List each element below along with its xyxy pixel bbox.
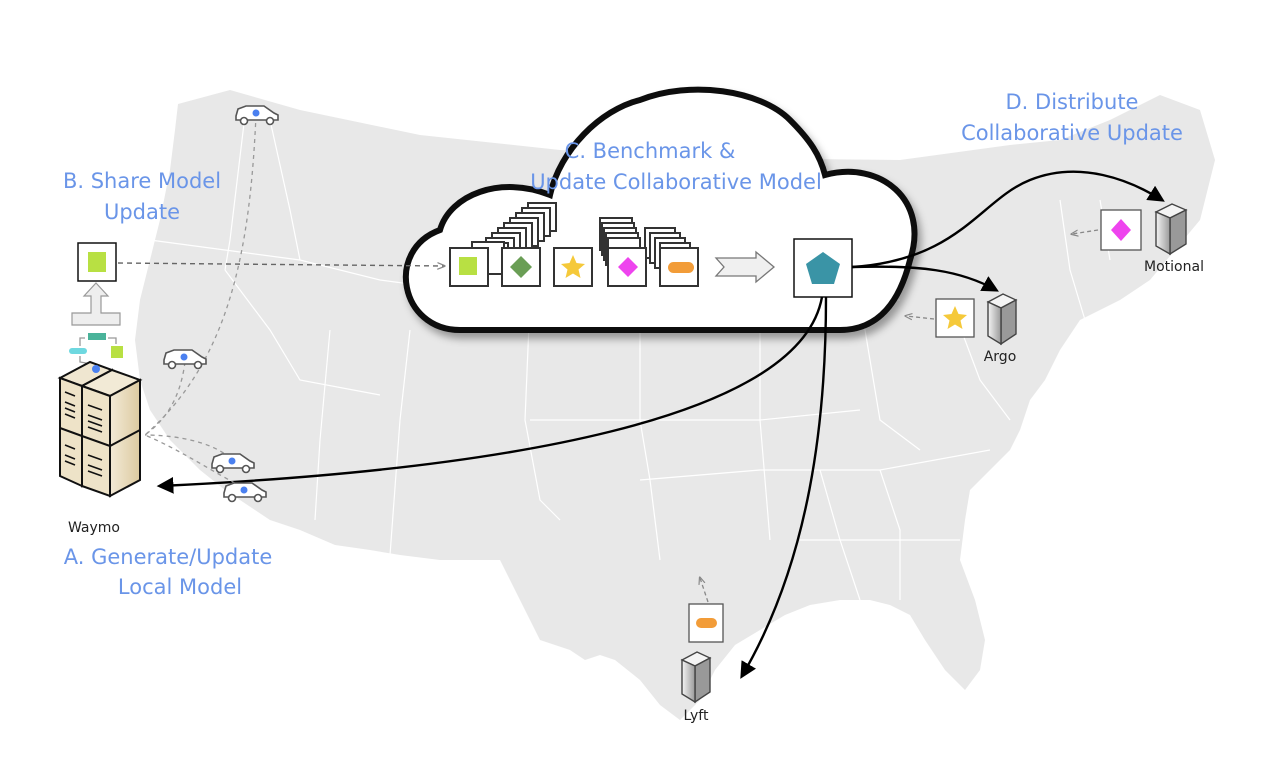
motional-server-icon (1154, 203, 1188, 256)
diamond-icon (1111, 219, 1131, 241)
pentagon-icon (806, 252, 840, 284)
arrow-to-motional (851, 170, 1165, 269)
cloud-model-stacks (449, 202, 699, 287)
arrow-to-argo (851, 265, 999, 292)
arrow-to-waymo (156, 296, 824, 494)
step-b-line1: B. Share Model (63, 169, 221, 193)
motional-upload-arrow (1072, 229, 1099, 234)
step-a-line2: Local Model (118, 575, 242, 599)
step-b-line2: Update (104, 200, 180, 224)
training-loop-icon (69, 333, 123, 365)
map-landmass (135, 90, 1215, 720)
argo-server-icon (986, 293, 1018, 346)
car-icon (211, 453, 255, 474)
step-d-line1: D. Distribute (1006, 90, 1139, 114)
car-icon (235, 105, 279, 126)
participant-name-argo: Argo (984, 349, 1017, 365)
square-icon (88, 252, 106, 272)
share-model-arrow (117, 263, 444, 266)
car-data-paths (144, 114, 257, 488)
upload-arrow-icon (71, 282, 121, 326)
step-d-line2: Collaborative Update (961, 121, 1183, 145)
diamond-icon (510, 256, 532, 278)
star-icon (943, 306, 967, 329)
pill-icon (696, 618, 717, 628)
lyft-upload-arrow (700, 578, 709, 603)
star-icon (561, 255, 585, 278)
car-icon (163, 349, 207, 370)
aggregate-arrow-icon (714, 250, 776, 284)
square-icon (459, 257, 477, 275)
step-c-line1: C. Benchmark & (565, 139, 736, 163)
participant-name-motional: Motional (1144, 259, 1204, 275)
participant-name-lyft: Lyft (684, 708, 709, 724)
pill-icon (668, 262, 694, 273)
argo-model-card (935, 298, 975, 338)
step-c-line2: Update Collaborative Model (530, 170, 822, 194)
step-a-line1: A. Generate/Update (64, 545, 273, 569)
arrow-to-lyft (740, 296, 828, 679)
car-icon (223, 482, 267, 503)
server-dot (92, 365, 100, 373)
us-map (135, 90, 1215, 720)
lyft-server-icon (680, 651, 712, 704)
distribution-arrows (156, 170, 1165, 679)
diamond-icon (618, 257, 638, 277)
waymo-server-icon (57, 360, 143, 498)
argo-upload-arrow (906, 316, 935, 319)
participant-name-waymo: Waymo (68, 520, 120, 536)
